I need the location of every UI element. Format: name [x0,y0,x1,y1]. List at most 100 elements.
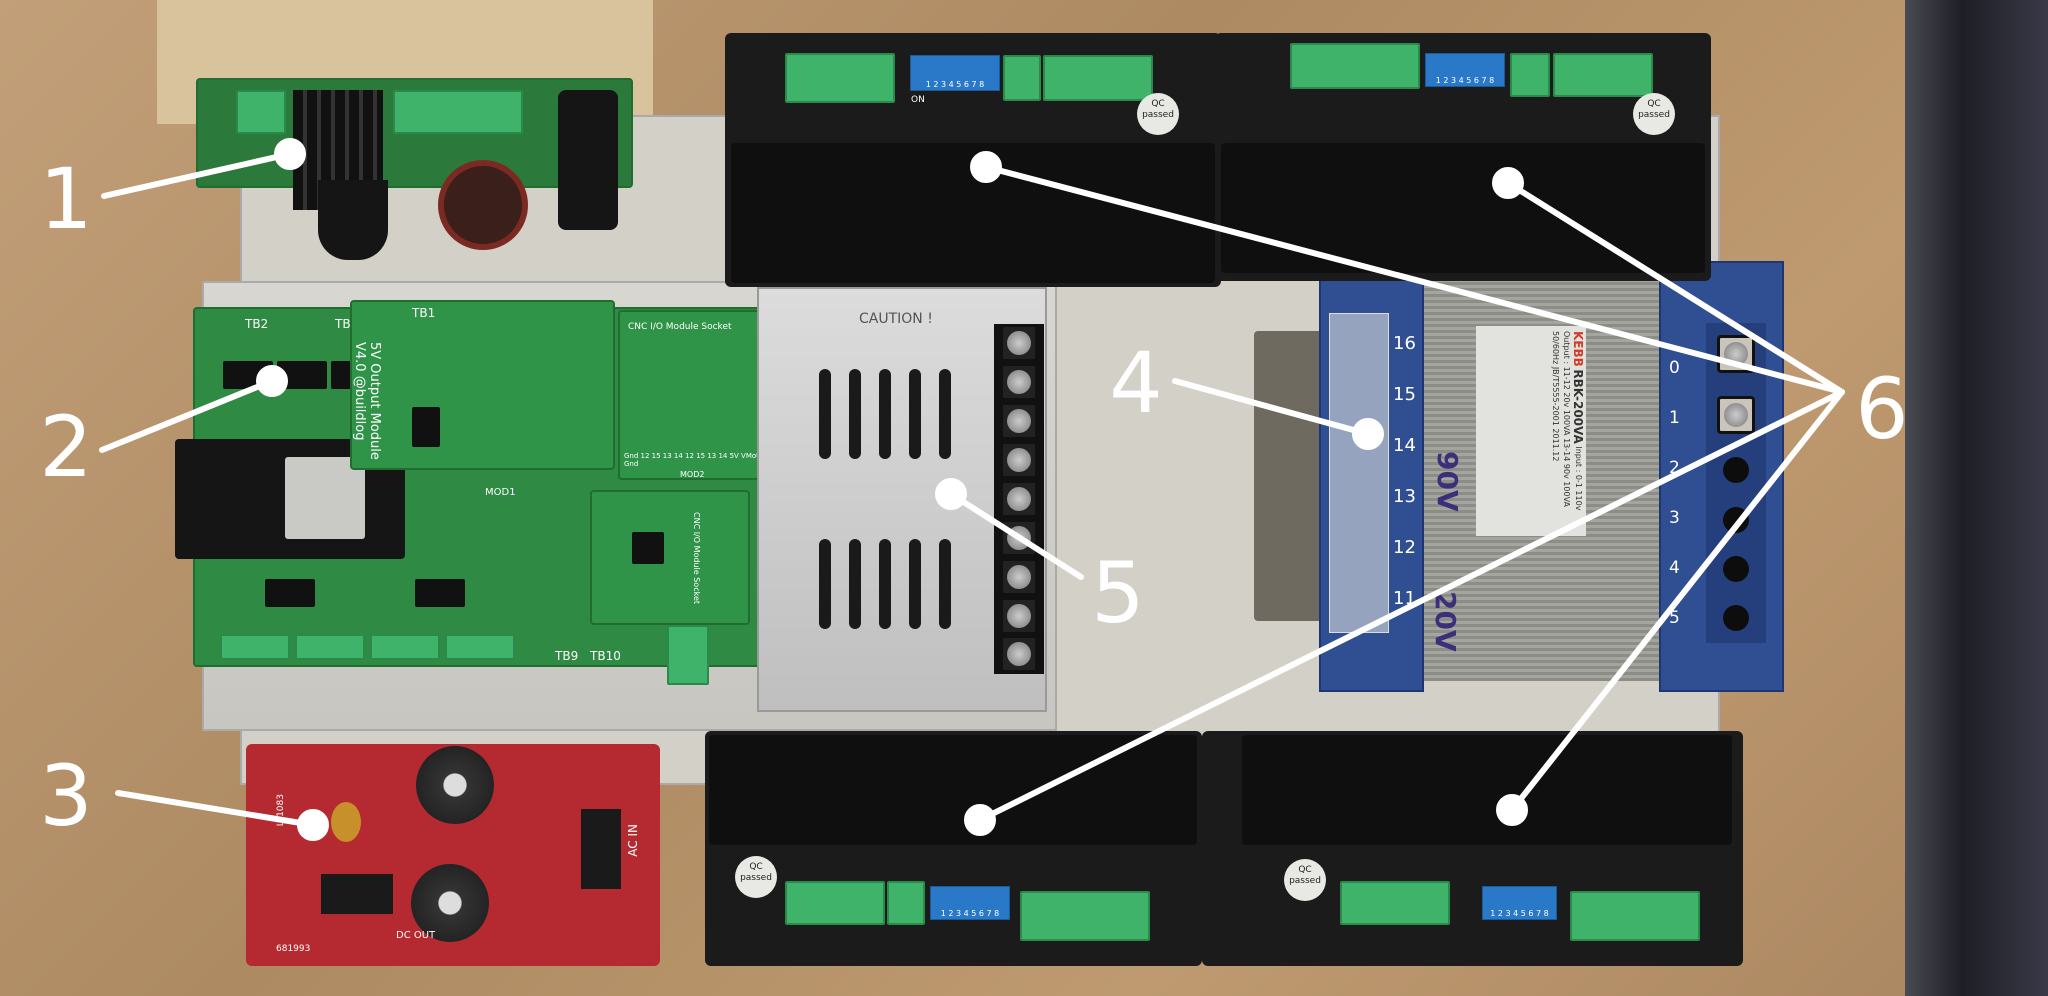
callout-number-4: 4 [1109,334,1162,432]
terminal-block [220,634,290,660]
qc-passed-sticker: QC passed [735,856,777,898]
capacitor [318,180,388,260]
callout-dot-2 [256,365,288,397]
terminal-number: 0 [1669,358,1680,378]
terminal-block [1553,53,1653,97]
stepper-driver-top-right: 1 2 3 4 5 6 7 8 QC passed [1215,33,1711,281]
terminal-block [295,634,365,660]
terminal-block [1020,891,1150,941]
dip-switch: 1 2 3 4 5 6 7 8 [1425,53,1505,87]
5v-output-module: TB1 5V Output Module V4.0 @buildlog [350,300,615,470]
handwriting-90v: 90V [1431,451,1464,512]
terminal-number: 15 [1393,384,1416,405]
vent-slot [939,539,951,629]
vent-slot [849,369,861,459]
vent-slot [909,539,921,629]
terminal-block [1043,55,1153,101]
socket-label: CNC I/O Module Socket [692,512,701,605]
vent-slot [849,539,861,629]
driver-heatsink [1242,735,1732,845]
mod-label: MOD2 [680,470,705,479]
terminal-block [667,625,709,685]
terminal-block [887,881,925,925]
terminal-number: 3 [1669,508,1680,528]
terminal-block [236,90,286,134]
terminal-block [1290,43,1420,89]
screw-terminal [1000,441,1038,480]
dip-numbers: 1 2 3 4 5 6 7 8 [1490,909,1549,918]
stepper-driver-top-left: 1 2 3 4 5 6 7 8 ON QC passed [725,33,1221,287]
standard: 50/60Hz JB/T5555-2001 [1551,331,1560,426]
date: 2011.12 [1551,428,1560,462]
screw-terminal [1000,479,1038,518]
dc-power-board: AC IN DC OUT 681993 LT1083 [246,744,660,966]
transformer: 16 15 14 13 12 11 90V 20V KEBB RBK-200VA… [1254,261,1784,692]
screw-terminal [1717,395,1755,434]
terminal-cover [1329,313,1389,633]
toroid-inductor [438,160,528,250]
pin-labels: Gnd 12 15 13 14 12 15 13 14 5V VMot Gnd [624,452,759,468]
callout-dot-3 [297,809,329,841]
callout-line-5 [948,491,1084,580]
screw-terminal [1000,557,1038,596]
screw-terminal-ac [581,809,621,889]
dip-numbers: 1 2 3 4 5 6 7 8 [1435,76,1495,85]
callout-line-6b [1505,180,1845,395]
dc-out-label: DC OUT [396,930,436,941]
terminal-hole [1723,605,1749,632]
screw-terminal [1000,635,1038,674]
terminal-block [785,881,885,925]
callout-line-4 [1172,378,1371,437]
callout-line-2 [99,378,275,453]
capacitor [411,864,489,942]
dip-numbers: 1 2 3 4 5 6 7 8 [925,80,985,89]
qc-text: QC passed [1638,99,1670,120]
brand: KEBB [1571,331,1585,367]
terminal-block [1570,891,1700,941]
callout-number-5: 5 [1091,544,1144,642]
callout-dot-6b [1492,167,1524,199]
callout-number-2: 2 [39,398,92,496]
callout-line-6c [977,389,1845,823]
terminal-number: 2 [1669,458,1680,478]
nameplate [1476,326,1586,536]
terminal-block [1510,53,1550,97]
tb-label: TB2 [245,317,269,331]
qc-passed-sticker: QC passed [1137,93,1179,135]
capacitor [558,90,618,230]
callout-number-1: 1 [39,150,92,248]
input-rating: Input : 0-1 110v [1574,446,1583,511]
screw-terminal [1000,596,1038,635]
callout-dot-1 [274,138,306,170]
vent-slot [939,369,951,459]
screw-terminal [1000,402,1038,441]
terminal-block [785,53,895,103]
handwriting-20v: 20V [1429,591,1462,652]
dip-switch: 1 2 3 4 5 6 7 8 [910,55,1000,91]
terminal-block [445,634,515,660]
qc-text: QC passed [1289,865,1321,886]
socket-label: CNC I/O Module Socket [628,322,732,332]
model: RBK-200VA [1571,369,1585,444]
terminal-number: 16 [1393,333,1416,354]
terminal-hole [1723,457,1749,484]
tb-label: TB10 [590,649,621,663]
callout-dot-4 [1352,418,1384,450]
io-module-socket-bottom: CNC I/O Module Socket [590,490,750,625]
callout-line-1 [101,151,293,199]
handwriting-2: 20V [1429,591,1462,652]
mod-label: MOD1 [485,487,516,498]
ic-chip [632,532,664,564]
callout-dot-6c [964,804,996,836]
esp32-module [285,457,365,539]
nameplate-text: KEBB RBK-200VA Input : 0-1 110v Output :… [1479,331,1585,531]
capacitor [416,746,494,824]
vent-slot [819,539,831,629]
qc-text: QC passed [740,862,772,883]
qc-text: QC passed [1142,99,1174,120]
vent-slot [819,369,831,459]
terminal-number: 13 [1393,486,1416,507]
terminal-number: 14 [1393,435,1416,456]
right-terminal-bracket: 0 1 2 3 4 5 [1659,261,1784,692]
